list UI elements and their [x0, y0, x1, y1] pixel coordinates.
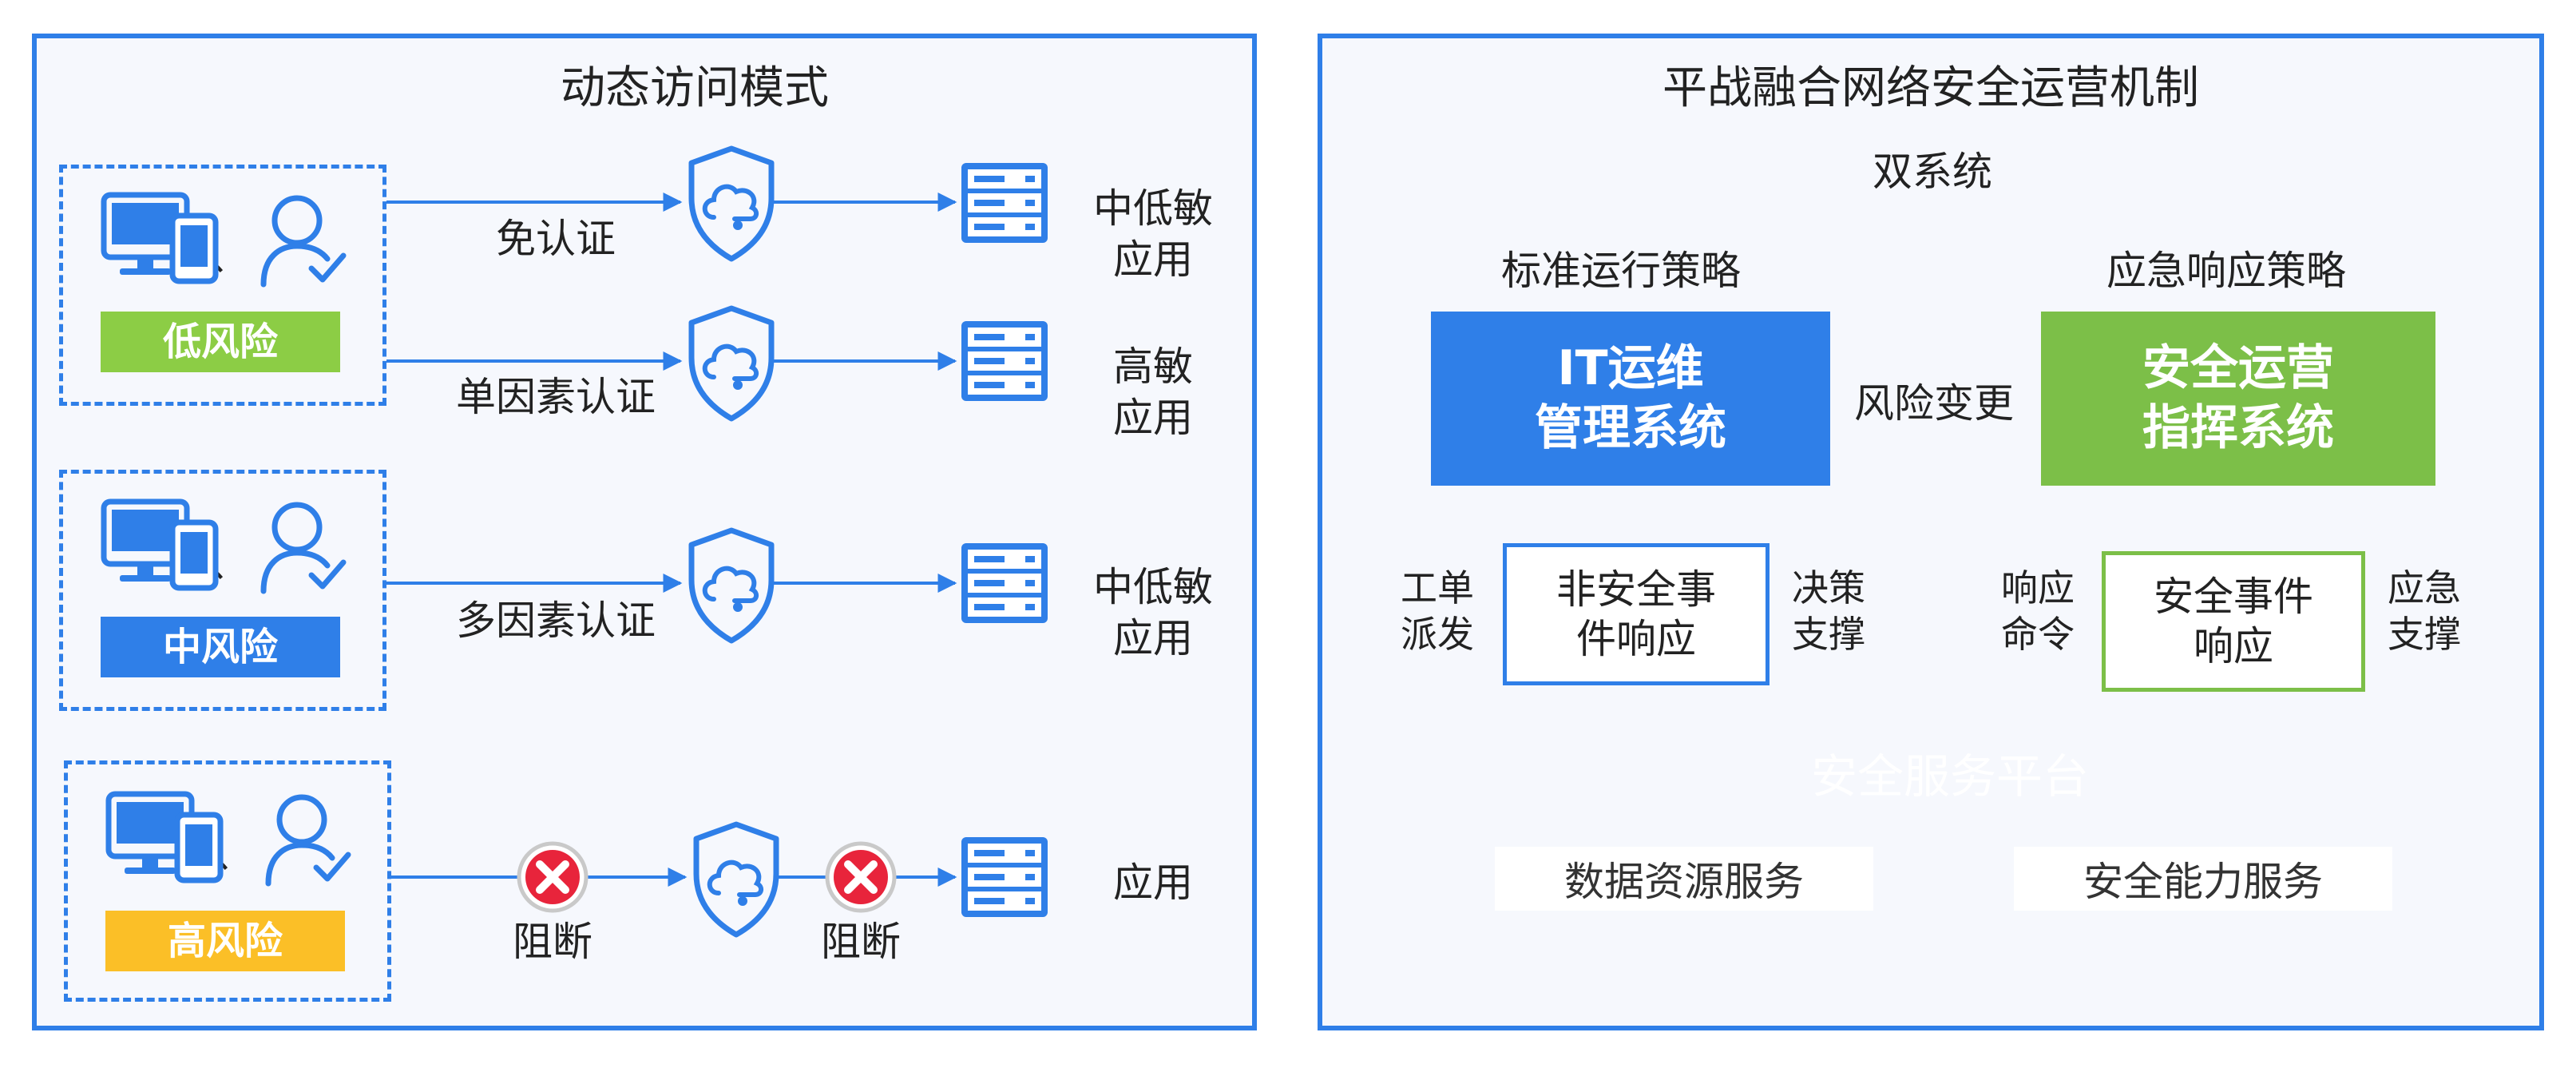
user-check-icon	[264, 505, 343, 591]
target-app-1b: 应用	[1113, 236, 1193, 283]
security-command-system-line2: 指挥系统	[2142, 400, 2334, 456]
dynamic-access-panel	[32, 34, 1257, 1030]
block-icon	[827, 844, 894, 911]
security-service-platform-title: 安全服务平台	[1810, 749, 2090, 804]
data-resource-service-box: 数据资源服务	[1495, 847, 1873, 911]
it-ops-system-line2: 管理系统	[1535, 400, 1726, 456]
auth-label-none: 免认证	[496, 216, 616, 262]
block-label: 阻断	[821, 919, 901, 965]
shield-cloud-icon	[696, 824, 776, 935]
high-risk-badge: 高风险	[105, 911, 345, 971]
server-icon	[961, 163, 1048, 243]
standard-strategy-label: 标准运行策略	[1501, 248, 1741, 294]
emergency-support-label: 应急 支撑	[2388, 566, 2461, 657]
response-command-label: 响应 命令	[2001, 566, 2075, 657]
emergency-support-line2: 支撑	[2388, 612, 2461, 656]
devices-icon	[104, 195, 216, 281]
target-app-3b: 应用	[1113, 615, 1193, 661]
security-capability-service-box: 安全能力服务	[2014, 847, 2392, 911]
non-security-event-line1: 非安全事	[1556, 566, 1716, 613]
low-risk-badge: 低风险	[101, 312, 340, 372]
response-command-line2: 命令	[2001, 612, 2075, 656]
target-app-2b: 应用	[1113, 395, 1193, 441]
target-app-1: 中低敏	[1093, 185, 1213, 232]
emergency-support-line1: 应急	[2388, 566, 2461, 609]
work-order-line2: 派发	[1401, 612, 1474, 656]
user-check-icon	[268, 797, 348, 883]
dual-system-label: 双系统	[1873, 149, 1992, 195]
high-risk-user-group	[64, 760, 391, 1002]
user-check-icon	[264, 198, 343, 284]
non-security-event-line2: 件响应	[1576, 616, 1696, 662]
low-risk-user-group	[59, 165, 386, 406]
response-command-line1: 响应	[2001, 566, 2075, 609]
server-icon	[961, 543, 1048, 623]
auth-label-single: 单因素认证	[456, 374, 656, 420]
non-security-event-box: 非安全事 件响应	[1503, 543, 1770, 685]
security-command-system-box: 安全运营 指挥系统	[2041, 312, 2435, 486]
medium-risk-user-group	[59, 470, 386, 711]
work-order-line1: 工单	[1401, 566, 1474, 609]
it-ops-system-line1: IT运维	[1557, 340, 1704, 396]
medium-risk-badge: 中风险	[101, 617, 340, 677]
target-app-2: 高敏	[1113, 343, 1193, 390]
decision-support-line2: 支撑	[1792, 612, 1865, 656]
work-order-label: 工单 派发	[1401, 566, 1474, 657]
security-command-system-line1: 安全运营	[2142, 340, 2334, 396]
devices-icon	[104, 502, 216, 588]
target-app-4: 应用	[1113, 860, 1193, 906]
decision-support-line1: 决策	[1792, 566, 1865, 609]
security-event-line2: 响应	[2194, 623, 2273, 669]
server-icon	[961, 837, 1048, 917]
shield-cloud-icon	[692, 149, 771, 259]
auth-label-multi: 多因素认证	[456, 598, 656, 644]
it-ops-system-box: IT运维 管理系统	[1431, 312, 1830, 486]
security-event-box: 安全事件 响应	[2102, 551, 2365, 692]
dynamic-access-title: 动态访问模式	[561, 62, 829, 114]
block-icon	[519, 844, 586, 911]
decision-support-label: 决策 支撑	[1792, 566, 1865, 657]
security-event-line1: 安全事件	[2154, 573, 2313, 620]
devices-icon	[109, 794, 220, 880]
operations-mechanism-title: 平战融合网络安全运营机制	[1663, 62, 2199, 114]
shield-cloud-icon	[692, 530, 771, 641]
block-label: 阻断	[513, 919, 592, 965]
emergency-strategy-label: 应急响应策略	[2106, 248, 2346, 294]
shield-cloud-icon	[692, 308, 771, 419]
risk-change-label: 风险变更	[1854, 380, 2014, 427]
server-icon	[961, 321, 1048, 401]
target-app-3: 中低敏	[1093, 564, 1213, 610]
